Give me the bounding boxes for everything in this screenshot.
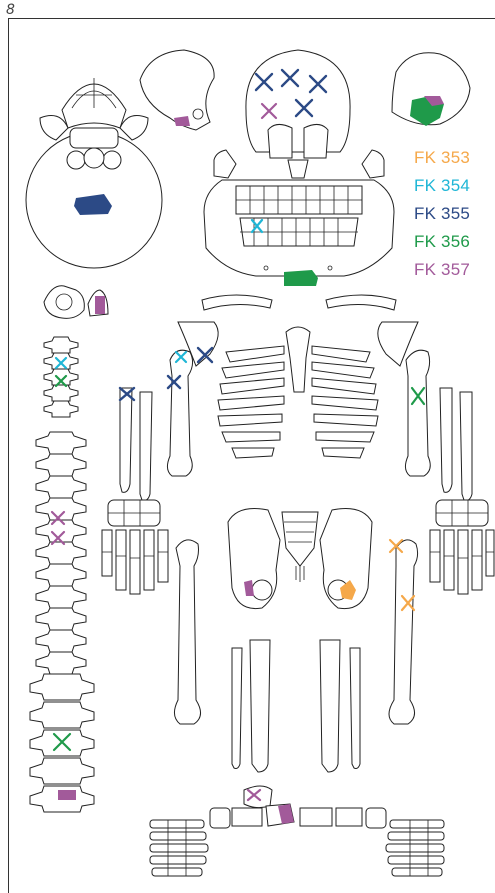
right-hand bbox=[430, 500, 494, 594]
fk357-mark-axis bbox=[95, 296, 105, 314]
right-radius-ulna bbox=[440, 388, 472, 500]
skull-superior-view bbox=[26, 78, 162, 268]
skull-frontal bbox=[204, 50, 394, 276]
fk357-mark-lumbar bbox=[58, 790, 76, 800]
left-radius-ulna bbox=[120, 388, 152, 500]
legend-item-fk354: FK 354 bbox=[414, 176, 470, 196]
left-tibia-fibula bbox=[232, 640, 270, 772]
cervical-vertebrae bbox=[44, 337, 78, 417]
left-hand bbox=[102, 500, 168, 594]
left-femur bbox=[174, 540, 200, 724]
left-humerus bbox=[167, 350, 192, 476]
right-foot bbox=[366, 808, 444, 876]
legend-item-fk355: FK 355 bbox=[414, 204, 470, 224]
clavicles bbox=[202, 295, 396, 310]
right-tibia-fibula bbox=[320, 640, 360, 772]
left-foot bbox=[150, 808, 230, 876]
legend-item-fk356: FK 356 bbox=[414, 232, 470, 252]
thoracic-vertebrae bbox=[36, 432, 86, 674]
legend-item-fk353: FK 353 bbox=[414, 148, 470, 168]
fk356-mark-mandible bbox=[284, 270, 318, 286]
right-humerus bbox=[405, 350, 430, 476]
sternum bbox=[286, 327, 310, 392]
legend-item-fk357: FK 357 bbox=[414, 260, 470, 280]
right-femur bbox=[389, 540, 418, 724]
